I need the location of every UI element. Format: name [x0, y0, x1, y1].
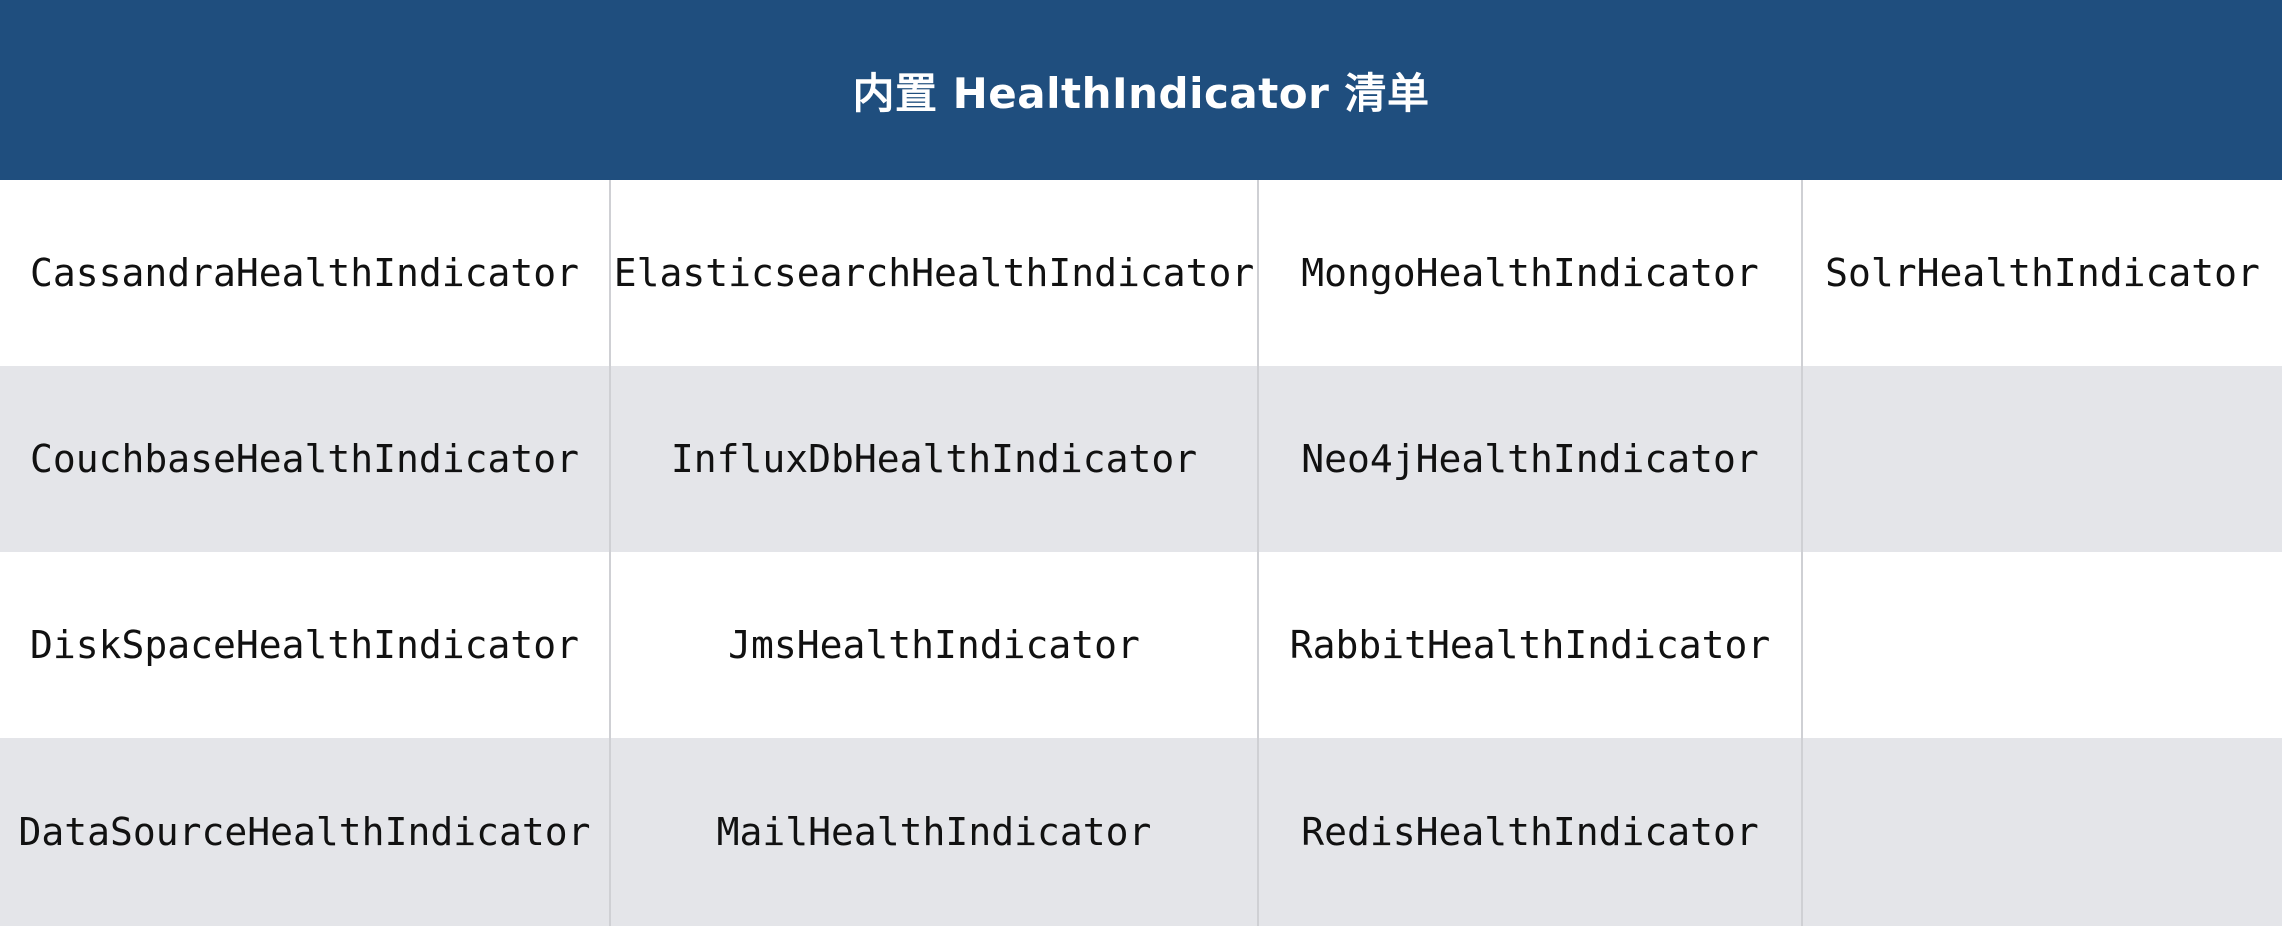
table-cell	[1803, 552, 2282, 738]
table-cell: JmsHealthIndicator	[611, 552, 1259, 738]
table-cell: Neo4jHealthIndicator	[1259, 366, 1803, 552]
table-cell: SolrHealthIndicator	[1825, 251, 2260, 295]
table-row: CouchbaseHealthIndicator InfluxDbHealthI…	[0, 366, 2282, 552]
table-header: 内置 HealthIndicator 清单	[0, 0, 2282, 180]
table-cell: InfluxDbHealthIndicator	[611, 366, 1259, 552]
table-cell: DiskSpaceHealthIndicator	[0, 552, 611, 738]
table-cell	[1803, 366, 2282, 552]
table-cell: MailHealthIndicator	[611, 738, 1259, 926]
table-cell: ElasticsearchHealthIndicator	[611, 180, 1259, 366]
table-cell: CassandraHealthIndicator	[0, 180, 611, 366]
table-cell: RabbitHealthIndicator	[1259, 552, 1803, 738]
table-row: DataSourceHealthIndicator MailHealthIndi…	[0, 738, 2282, 926]
table-cell: RedisHealthIndicator	[1259, 738, 1803, 926]
table-cell: MongoHealthIndicator	[1259, 180, 1803, 366]
table-cell	[1803, 738, 2282, 926]
table-cell: DataSourceHealthIndicator	[0, 738, 611, 926]
table-cell: CouchbaseHealthIndicator	[0, 366, 611, 552]
table-row: DiskSpaceHealthIndicator JmsHealthIndica…	[0, 552, 2282, 738]
table-row: CassandraHealthIndicator ElasticsearchHe…	[0, 180, 2282, 366]
table-title: 内置 HealthIndicator 清单	[852, 68, 1430, 118]
